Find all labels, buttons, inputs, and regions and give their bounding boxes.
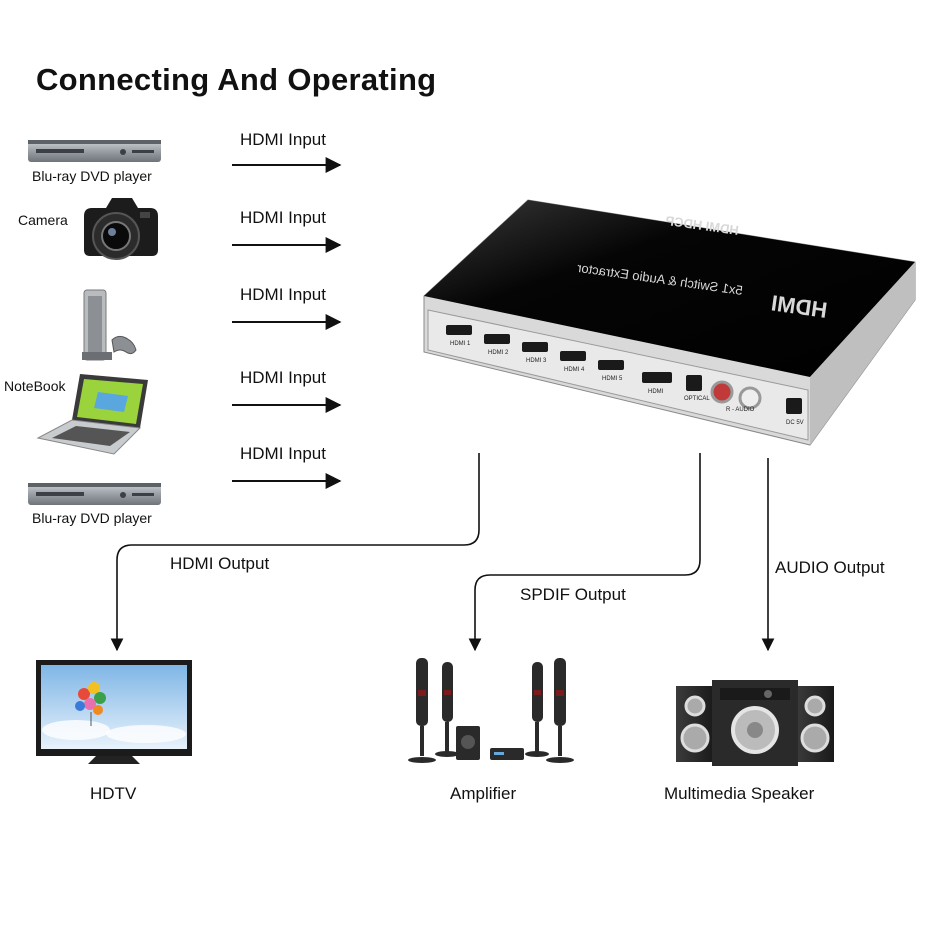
hdmi-port-1 — [446, 325, 472, 335]
source-label: Blu-ray DVD player — [32, 510, 152, 526]
port-label: HDMI 5 — [602, 376, 623, 382]
port-label: R - AUDIO — [726, 407, 755, 413]
hdmi-port-4 — [560, 351, 586, 361]
hdmi-port-5 — [598, 360, 624, 370]
port-label: HDMI 3 — [526, 358, 547, 364]
dc-port — [786, 398, 802, 414]
source-label: Camera — [18, 212, 68, 228]
input-arrows — [232, 157, 342, 489]
tv-icon — [36, 660, 192, 764]
game-console-icon — [82, 289, 137, 361]
port-label: DC 5V — [786, 420, 804, 426]
port-label: HDMI — [648, 389, 664, 395]
optical-port — [686, 375, 702, 391]
source-label: Blu-ray DVD player — [32, 168, 152, 184]
hdmi-switch-device: HDMI 5x1 Switch & Audio Extractor HDMI H… — [423, 199, 916, 446]
hdmi-input-label: HDMI Input — [240, 444, 326, 463]
hdmi-out-port — [642, 372, 672, 383]
bluray-player-icon — [28, 483, 161, 505]
port-label: HDMI 1 — [450, 341, 471, 347]
port-label: HDMI 2 — [488, 350, 509, 356]
notebook-icon — [36, 374, 148, 455]
hdmi-output-line — [110, 453, 480, 652]
hdmi-input-label: HDMI Input — [240, 285, 326, 304]
output-lines — [110, 453, 775, 652]
audio-r-port — [710, 380, 734, 404]
amplifier-label: Amplifier — [450, 784, 517, 803]
spdif-output-label: SPDIF Output — [520, 585, 626, 604]
hdtv-label: HDTV — [90, 784, 137, 803]
camera-icon — [84, 198, 158, 260]
multimedia-speaker-label: Multimedia Speaker — [664, 784, 815, 803]
bluray-player-icon — [28, 140, 161, 162]
hdmi-output-label: HDMI Output — [170, 554, 270, 573]
hdmi-input-label: HDMI Input — [240, 130, 326, 149]
hdmi-port-3 — [522, 342, 548, 352]
source-label: NoteBook — [4, 378, 66, 394]
page-title: Connecting And Operating — [36, 62, 437, 97]
audio-l-port — [738, 386, 762, 410]
hdmi-port-2 — [484, 334, 510, 344]
audio-output-label: AUDIO Output — [775, 558, 885, 577]
spdif-output-line — [468, 453, 701, 652]
speaker-icon — [676, 680, 834, 766]
port-label: OPTICAL — [684, 396, 710, 402]
amplifier-icon — [408, 658, 574, 763]
hdmi-input-label: HDMI Input — [240, 368, 326, 387]
port-label: HDMI 4 — [564, 367, 585, 373]
hdmi-input-label: HDMI Input — [240, 208, 326, 227]
